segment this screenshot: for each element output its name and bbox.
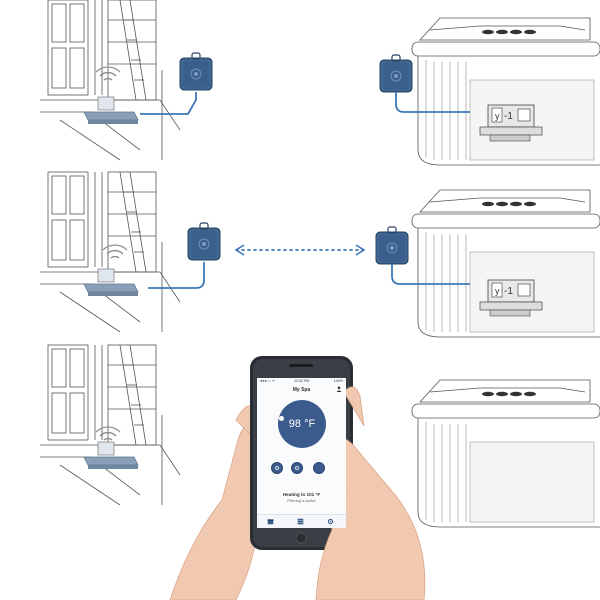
row-2-router-cable (148, 262, 205, 289)
left-hand (169, 405, 259, 600)
wifi-signal-icon (102, 244, 128, 259)
row-1-spa-cable (395, 92, 470, 113)
temperature-value: 98 °F (288, 418, 316, 430)
filter-status: Filtering is active (287, 499, 316, 503)
row-1-room-router (39, 0, 181, 161)
bidirectional-arrow-icon (235, 244, 365, 256)
settings-icon[interactable] (327, 518, 334, 525)
row-1-spa (411, 17, 600, 166)
light-button[interactable] (291, 462, 303, 474)
row-1-wifi-module (179, 52, 213, 91)
row-2-wifi-module (187, 222, 221, 261)
row-2-room-router (39, 171, 181, 333)
temperature-knob[interactable] (279, 416, 284, 421)
status-time: 12:32 PM (294, 379, 310, 383)
blower-button[interactable] (313, 462, 325, 474)
row-3-room-router (39, 344, 181, 506)
status-bar: ●●●○○ ᯤ 12:32 PM 100% (257, 378, 346, 385)
row-1-spa-module (379, 54, 413, 93)
row-3-spa (411, 379, 600, 528)
carrier-signal: ●●●○○ ᯤ (260, 379, 276, 383)
calendar-icon[interactable] (267, 518, 274, 525)
row-2-spa-module (375, 226, 409, 265)
battery-level: 100% (333, 379, 343, 383)
heating-status: Heating to 101 °F (282, 492, 321, 497)
row-2-spa-cable (391, 264, 470, 285)
app-title: My Spa (292, 387, 311, 393)
row-1-router-cable (140, 92, 197, 115)
tab-bar (257, 514, 346, 528)
temperature-dial[interactable]: 98 °F (278, 400, 326, 448)
phone-screen: ●●●○○ ᯤ 12:32 PM 100% My Spa 98 °F Heati… (257, 378, 346, 528)
grid-icon[interactable] (297, 518, 304, 525)
jets-button[interactable] (271, 462, 283, 474)
profile-icon[interactable] (336, 386, 342, 392)
